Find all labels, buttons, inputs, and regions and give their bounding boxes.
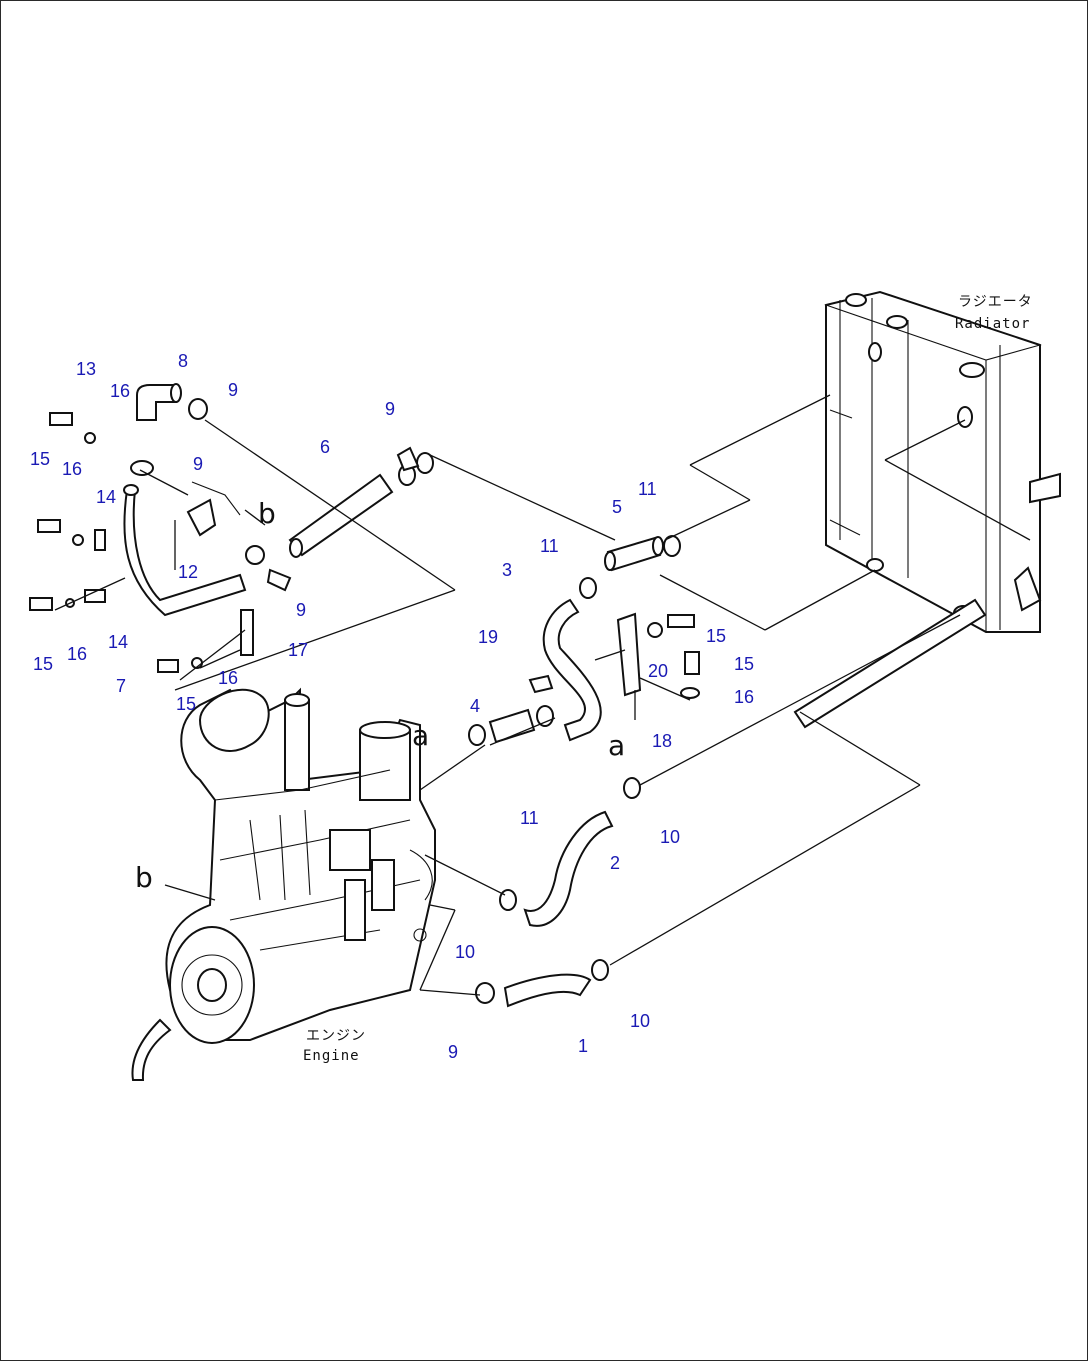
callout: 14 [96,487,116,507]
callout: 10 [455,942,475,962]
callout: 11 [638,479,657,499]
ref-a-engine: a [412,719,429,752]
ref-b-label: b [258,497,276,530]
callout: 10 [630,1011,650,1031]
callout: 9 [448,1042,458,1062]
callout: 7 [116,676,126,696]
callout: 16 [218,668,238,688]
callout: 11 [540,536,559,556]
callout: 16 [67,644,87,664]
callout: 13 [76,359,96,379]
callout: 16 [110,381,130,401]
callout: 10 [660,827,680,847]
leader-lines [54,394,1031,996]
callout: 6 [320,437,330,457]
callout: 2 [610,853,620,873]
callout: 14 [108,632,128,652]
callout: 19 [478,627,498,647]
radiator-label-jp: ラジエータ [958,294,1033,310]
engine-label-jp: エンジン [306,1028,366,1044]
callout: 5 [612,497,622,517]
callout: 9 [296,600,306,620]
component-labels: ラジエータ Radiator エンジン Engine [303,294,1033,1064]
callout: 20 [648,661,668,681]
callout: 4 [470,696,480,716]
engine-label-en: Engine [303,1048,360,1064]
parts [29,383,987,1008]
callout: 11 [520,808,539,828]
ref-b-engine: b [135,861,153,894]
ref-a-label: a [608,729,625,762]
radiator [824,290,1061,633]
callout: 15 [734,654,754,674]
radiator-label-en: Radiator [955,316,1030,332]
callout: 8 [178,351,188,371]
callout: 3 [502,560,512,580]
callout: 9 [228,380,238,400]
callout: 18 [652,731,672,751]
callout: 9 [385,399,395,419]
callout: 15 [176,694,196,714]
callout: 15 [30,449,50,469]
callouts: 13 16 8 9 15 16 14 9 9 6 12 b 15 16 14 9… [30,351,754,1062]
callout: 16 [734,687,754,707]
callout: 17 [288,640,308,660]
callout: 16 [62,459,82,479]
callout: 9 [193,454,203,474]
callout: 15 [706,626,726,646]
callout: 15 [33,654,53,674]
callout: 12 [178,562,198,582]
engine [131,687,436,1081]
callout: 1 [578,1036,588,1056]
